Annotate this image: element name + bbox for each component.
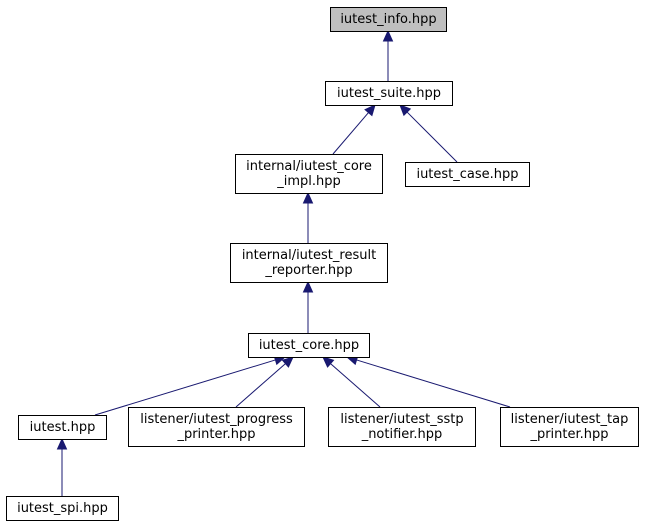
node-label: _reporter.hpp <box>264 263 352 278</box>
node-box <box>328 407 476 447</box>
arrowhead <box>322 356 335 368</box>
edges-layer <box>56 29 511 496</box>
node-label: _printer.hpp <box>176 427 255 442</box>
node-box <box>18 415 107 440</box>
node-label: iutest_info.hpp <box>340 12 436 27</box>
node-box <box>248 333 370 358</box>
node-box <box>235 154 383 194</box>
node-label: iutest_core.hpp <box>259 338 359 353</box>
node-label: _printer.hpp <box>529 427 608 442</box>
node-iutest[interactable]: iutest.hpp <box>18 415 107 440</box>
arrowhead <box>281 356 294 368</box>
edge-suite-to-info <box>382 29 394 81</box>
node-suite[interactable]: iutest_suite.hpp <box>325 81 453 106</box>
edge-sstp-to-core <box>322 356 381 408</box>
edge-progress-to-core <box>235 356 294 408</box>
node-box <box>330 7 447 32</box>
node-box <box>325 81 453 106</box>
node-box <box>230 243 388 283</box>
edge-case-to-suite <box>399 104 458 163</box>
arrowhead <box>399 104 412 117</box>
edge-line <box>406 111 458 163</box>
node-label: iutest_suite.hpp <box>337 86 441 101</box>
node-case[interactable]: iutest_case.hpp <box>405 162 530 187</box>
arrowhead <box>364 104 376 117</box>
edge-coreimpl-to-suite <box>332 104 376 155</box>
edge-line <box>332 112 369 155</box>
node-coreimpl[interactable]: internal/iutest_core_impl.hpp <box>235 154 383 194</box>
node-label: iutest_case.hpp <box>416 167 518 182</box>
node-label: iutest_spi.hpp <box>17 501 108 516</box>
node-label: iutest.hpp <box>30 420 96 435</box>
arrowhead <box>56 437 68 450</box>
node-box <box>6 496 119 521</box>
node-label: listener/iutest_progress <box>140 412 293 427</box>
edge-result-to-coreimpl <box>302 191 314 243</box>
edge-iutest-to-core <box>94 355 287 416</box>
arrowhead <box>382 29 394 42</box>
edge-line <box>94 359 276 416</box>
node-box <box>500 407 639 447</box>
arrowhead <box>302 280 314 293</box>
node-spi[interactable]: iutest_spi.hpp <box>6 496 119 521</box>
edge-spi-to-iutest <box>56 437 68 496</box>
node-label: listener/iutest_tap <box>511 412 629 427</box>
node-progress[interactable]: listener/iutest_progress_printer.hpp <box>128 407 305 447</box>
node-label: listener/iutest_sstp <box>340 412 463 427</box>
node-box <box>128 407 305 447</box>
node-label: _notifier.hpp <box>361 427 443 442</box>
node-label: _impl.hpp <box>276 174 341 189</box>
node-label: internal/iutest_core <box>246 159 372 174</box>
edge-line <box>356 359 511 408</box>
edge-line <box>330 363 381 408</box>
node-sstp[interactable]: listener/iutest_sstp_notifier.hpp <box>328 407 476 447</box>
nodes-layer: iutest_info.hpp iutest_suite.hpp internal/… <box>6 7 639 521</box>
node-tap[interactable]: listener/iutest_tap_printer.hpp <box>500 407 639 447</box>
node-core[interactable]: iutest_core.hpp <box>248 333 370 358</box>
edge-line <box>235 363 286 408</box>
edge-core-to-result <box>302 280 314 333</box>
arrowhead <box>302 191 314 204</box>
node-result[interactable]: internal/iutest_result_reporter.hpp <box>230 243 388 283</box>
node-info[interactable]: iutest_info.hpp <box>330 7 447 32</box>
node-box <box>405 162 530 187</box>
node-label: internal/iutest_result <box>242 248 376 263</box>
